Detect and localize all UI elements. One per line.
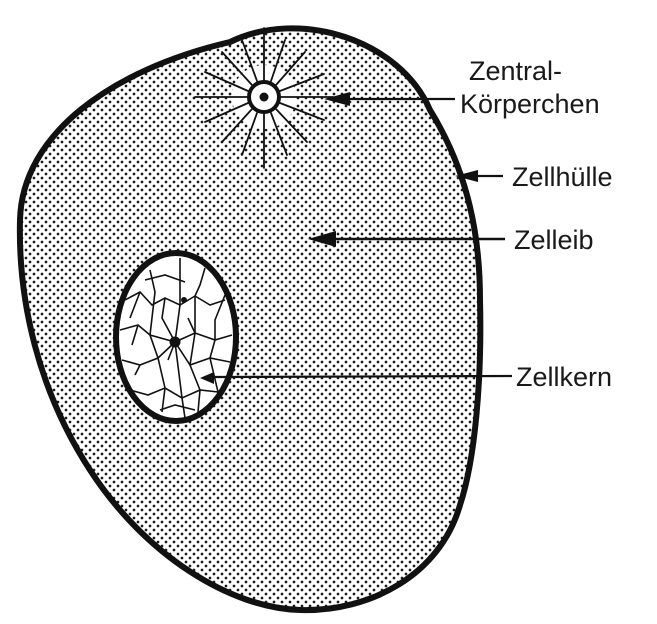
pointer-zellkern: [214, 376, 512, 377]
label-zentral-line1: Zentral-: [469, 56, 562, 86]
label-zentral-line2: Körperchen: [460, 89, 600, 119]
nucleus: [116, 253, 236, 421]
label-zelleib: Zelleib: [514, 225, 594, 255]
chromatin-dot: [181, 297, 187, 303]
nucleolus: [170, 337, 181, 348]
label-zellkern: Zellkern: [516, 362, 612, 392]
label-zellhuelle: Zellhülle: [512, 162, 613, 192]
